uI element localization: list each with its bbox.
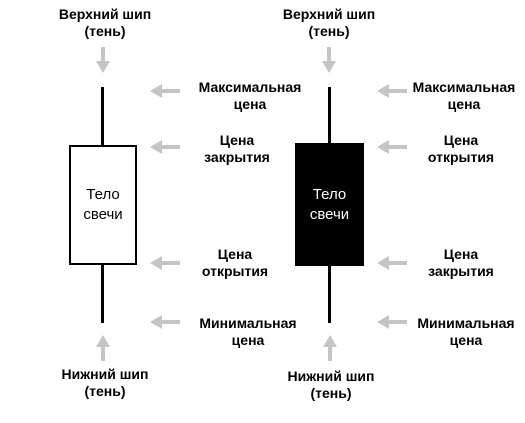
bullish-min-price-arrow	[150, 315, 180, 329]
bearish-close-price-arrow	[377, 256, 407, 270]
bearish-upper-wick-label: Верхний шип(тень)	[282, 6, 376, 39]
bullish-open-price-arrow	[150, 256, 180, 270]
bullish-max-price-arrow	[150, 84, 180, 98]
bullish-upper-wick-label: Верхний шип(тень)	[58, 6, 152, 39]
bullish-upper-wick	[101, 87, 104, 147]
bullish-close-price-arrow	[150, 140, 180, 154]
bearish-lower-wick-arrow	[323, 335, 337, 361]
bullish-lower-wick	[101, 263, 104, 323]
bearish-open-price-arrow	[377, 140, 407, 154]
bullish-lower-wick-arrow	[96, 335, 110, 361]
bearish-min-price-arrow	[377, 315, 407, 329]
bullish-upper-wick-arrow	[96, 47, 110, 73]
bullish-lower-wick-label: Нижний шип(тень)	[61, 366, 149, 399]
bearish-lower-wick	[328, 264, 331, 323]
bearish-max-price-arrow	[377, 84, 407, 98]
bearish-upper-wick-arrow	[322, 47, 336, 73]
bearish-lower-wick-label: Нижний шип(тень)	[287, 368, 375, 401]
bearish-upper-wick	[328, 87, 331, 147]
